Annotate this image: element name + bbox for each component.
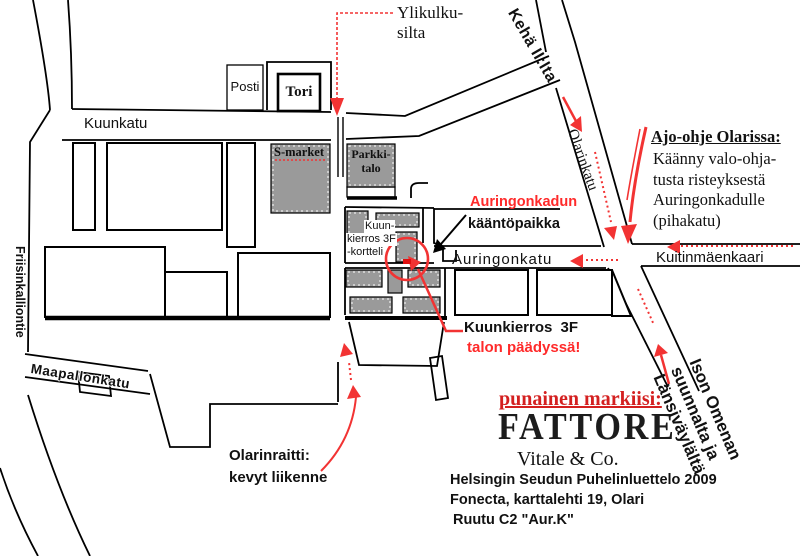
left-arrow-icon xyxy=(570,254,583,268)
kuunkierros-3f-label: Kuunkierros 3F xyxy=(464,319,579,336)
tori-building xyxy=(276,72,322,113)
ylikulkusilta-label: Ylikulku- silta xyxy=(397,3,463,43)
talon-paadyssa-label: talon päädyssä! xyxy=(467,339,581,356)
up-arrow-icon xyxy=(340,343,353,357)
down-arrow-icon xyxy=(330,98,344,116)
parkkitalo-label-line2: talo xyxy=(361,161,381,175)
down-arrow-icon xyxy=(604,226,617,240)
kaantopaikka-label-red: Auringonkadun xyxy=(470,194,578,210)
parkkitalo-label-line1: Parkki- xyxy=(351,147,391,161)
parkkitalo-label: Parkki- talo xyxy=(347,147,395,175)
tori-label: Tori xyxy=(285,84,313,101)
ylikulkusilta-line2: silta xyxy=(397,23,426,42)
ajo-ohje-line4: (pihakatu) xyxy=(653,210,721,230)
down-right-arrow-icon xyxy=(570,116,582,132)
kuunkierros-3f-building xyxy=(395,231,418,263)
left-arrow-icon xyxy=(667,240,680,254)
ylikulkusilta-line1: Ylikulku- xyxy=(397,3,464,22)
down-arrow-icon xyxy=(621,224,637,244)
kortteli-line1: Kuun- xyxy=(364,220,396,233)
up-arrow-icon xyxy=(654,344,668,357)
ajo-ohje-body: Käänny valo-ohja- tusta risteyksestä Aur… xyxy=(653,149,776,231)
destination-circle xyxy=(384,236,430,282)
gray-buildings-group xyxy=(270,143,441,314)
ajo-ohje-line1: Käänny valo-ohja- xyxy=(653,149,777,168)
kaantopaikka-arrow-icon xyxy=(433,214,467,253)
logo-subtitle: Vitale & Co. xyxy=(517,448,619,470)
street-label-friisinkalliontie: Friisinkalliontie xyxy=(13,246,27,338)
ajo-ohje-line2: tusta risteyksestä xyxy=(653,169,766,189)
parkkitalo-building xyxy=(346,143,396,188)
buildings-group xyxy=(44,64,633,321)
kortteli-line2: kierros 3F xyxy=(346,233,397,246)
olarinraitti-line2: kevyt liikenne xyxy=(229,469,328,486)
olarinraitti-label: Olarinraitti: kevyt liikenne xyxy=(229,445,327,489)
street-label-auringonkatu: Auringonkatu xyxy=(452,251,553,268)
ajo-ohje-line3: Auringonkadulle xyxy=(653,190,765,209)
entrance-marker-dot xyxy=(403,259,411,264)
kortteli-label: Kuun- kierros 3F -kortteli xyxy=(346,220,397,259)
olarinraitti-line1: Olarinraitti: xyxy=(229,447,310,464)
route-arrows-group xyxy=(320,12,793,472)
up-left-arrow-icon xyxy=(408,256,421,271)
reference-text: Helsingin Seudun Puhelinluettelo 2009 Fo… xyxy=(450,470,717,530)
posti-label: Posti xyxy=(230,79,260,95)
punainen-markiisi-label: punainen markiisi: xyxy=(499,388,662,410)
fattore-logo: FATTORE xyxy=(498,406,677,448)
smarket-label: S-market xyxy=(274,145,324,159)
street-label-kuunkatu: Kuunkatu xyxy=(84,115,148,132)
reference-line2: Fonecta, karttalehti 19, Olari xyxy=(450,492,645,508)
kaantopaikka-label-black: kääntöpaikka xyxy=(468,216,560,232)
reference-line1: Helsingin Seudun Puhelinluettelo 2009 xyxy=(450,472,717,488)
ajo-ohje-title: Ajo-ohje Olarissa: xyxy=(651,127,781,146)
posti-building xyxy=(226,64,264,111)
street-label-kuitinmaenkaari: Kuitinmäenkaari xyxy=(656,249,764,266)
up-arrow-icon xyxy=(347,385,361,399)
reference-line3: Ruutu C2 "Aur.K" xyxy=(453,512,574,528)
kortteli-line3: -kortteli xyxy=(346,246,385,259)
smarket-building xyxy=(270,143,331,214)
